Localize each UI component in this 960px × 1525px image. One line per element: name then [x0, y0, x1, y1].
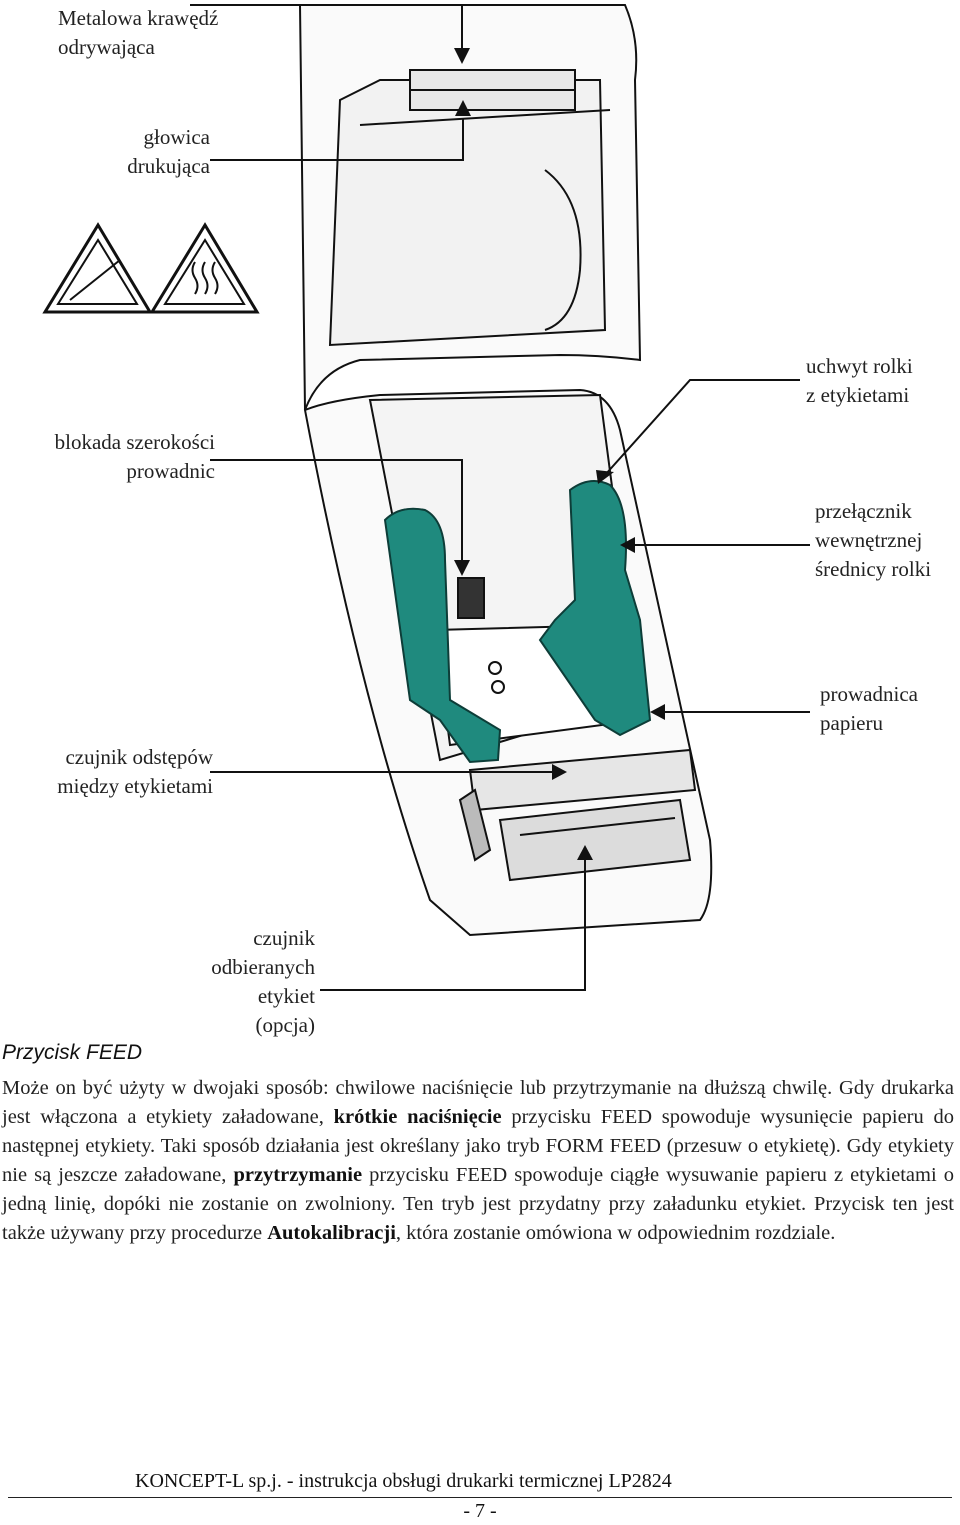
width-lock	[457, 577, 485, 619]
esd-warning-icon	[42, 222, 153, 314]
hot-surface-warning-icon	[149, 222, 260, 314]
section-title: Przycisk FEED	[2, 1041, 143, 1064]
section-paragraph: Może on być użyty w dwojaki sposób: chwi…	[2, 1077, 954, 1244]
front-edge	[498, 798, 692, 882]
lid-inner-frame	[328, 79, 607, 347]
emphasis-hold: przytrzymanie	[233, 1164, 363, 1186]
page-number: - 7 -	[463, 1500, 497, 1522]
emphasis-autocalibration: Autokalibracji	[267, 1222, 396, 1244]
footer-divider	[8, 1497, 952, 1498]
printer-diagram	[42, 4, 810, 991]
roll-holder-left	[383, 507, 502, 764]
emphasis-short-press: krótkie naciśnięcie	[333, 1106, 502, 1128]
footer-text: KONCEPT-L sp.j. - instrukcja obsługi dru…	[135, 1470, 672, 1492]
